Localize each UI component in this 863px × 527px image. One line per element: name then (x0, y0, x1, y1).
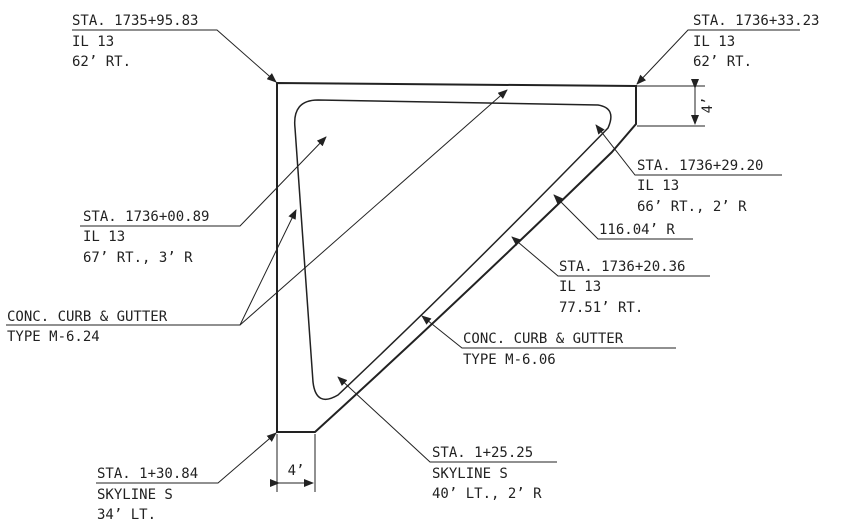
leader-sta-1736-33-23 (636, 29, 800, 85)
label-sta-1-30-84-l1: STA. 1+30.84 (97, 466, 198, 482)
label-curb-m606-l2: TYPE M-6.06 (463, 352, 556, 368)
leader-sta-1736-20-36 (511, 236, 710, 277)
label-curb-m606-l1: CONC. CURB & GUTTER (463, 331, 624, 347)
leader-sta-1736-00-89 (80, 136, 327, 227)
label-sta-1-30-84-l3: 34’ LT. (97, 507, 156, 523)
label-sta-1736-29-20-l1: STA. 1736+29.20 (637, 158, 763, 174)
leader-curb-m624-a (6, 209, 297, 326)
leader-sta-1736-29-20 (595, 124, 782, 176)
label-sta-1735-95-83-l1: STA. 1735+95.83 (72, 13, 198, 29)
label-sta-1736-20-36-l3: 77.51’ RT. (559, 300, 643, 316)
label-sta-1-25-25-l1: STA. 1+25.25 (432, 445, 533, 461)
dim-width-right: 4’ (700, 97, 716, 114)
island-inner-outline (293, 99, 612, 401)
label-sta-1736-29-20-l3: 66’ RT., 2’ R (637, 199, 747, 215)
label-sta-1736-33-23-l2: IL 13 (693, 34, 735, 50)
label-curve-radius: 116.04’ R (599, 222, 675, 238)
label-sta-1735-95-83-l3: 62’ RT. (72, 54, 131, 70)
label-sta-1736-29-20-l2: IL 13 (637, 178, 679, 194)
label-sta-1736-00-89-l2: IL 13 (83, 229, 125, 245)
island-outer-outline (276, 81, 637, 433)
label-sta-1-30-84-l2: SKYLINE S (97, 487, 173, 503)
label-sta-1735-95-83-l2: IL 13 (72, 34, 114, 50)
label-curb-m624-l1: CONC. CURB & GUTTER (7, 309, 168, 325)
leader-sta-1-25-25 (337, 376, 557, 463)
leader-sta-1-30-84 (96, 432, 277, 484)
leader-curb-m606 (421, 315, 676, 349)
leader-curb-m624-b (239, 89, 508, 326)
label-sta-1736-00-89-l3: 67’ RT., 3’ R (83, 250, 193, 266)
leader-curve-radius (553, 194, 693, 240)
label-sta-1-25-25-l2: SKYLINE S (432, 466, 508, 482)
label-sta-1736-20-36-l2: IL 13 (559, 279, 601, 295)
label-sta-1736-33-23-l3: 62’ RT. (693, 54, 752, 70)
label-sta-1736-20-36-l1: STA. 1736+20.36 (559, 259, 685, 275)
label-sta-1736-33-23-l1: STA. 1736+33.23 (693, 13, 819, 29)
label-sta-1-25-25-l3: 40’ LT., 2’ R (432, 486, 542, 502)
label-sta-1736-00-89-l1: STA. 1736+00.89 (83, 209, 209, 225)
dim-width-bottom: 4’ (288, 463, 305, 479)
label-curb-m624-l2: TYPE M-6.24 (7, 329, 100, 345)
leader-sta-1735-95-83 (72, 29, 277, 83)
